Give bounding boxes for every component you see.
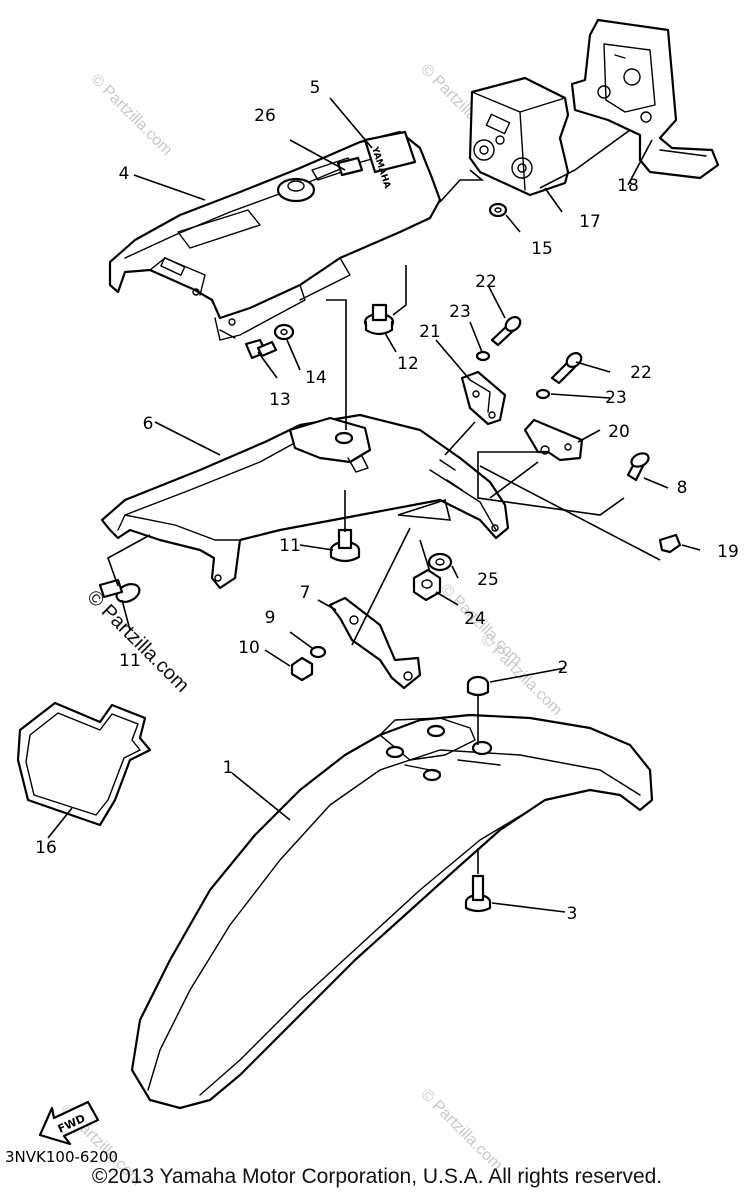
callout-12: 12 <box>397 354 419 374</box>
watermark-5: © Partzilla.com <box>417 1086 505 1174</box>
callout-19: 19 <box>717 542 739 562</box>
nut-part-24 <box>412 568 442 602</box>
washer-part-14 <box>273 323 295 341</box>
callout-16: 16 <box>35 838 57 858</box>
callout-23a: 23 <box>449 302 471 322</box>
bolt-part-13 <box>244 338 278 360</box>
bolt-part-8 <box>626 452 650 482</box>
callout-8: 8 <box>677 478 688 498</box>
callout-21: 21 <box>419 322 441 342</box>
callout-4: 4 <box>119 164 130 184</box>
washer-part-23-upper <box>475 350 491 362</box>
bolt-part-3 <box>464 874 492 913</box>
tail-light-bracket-part-18 <box>570 18 720 180</box>
bolt-part-11-left <box>98 578 141 603</box>
callout-22b: 22 <box>630 363 652 383</box>
bolt-part-12 <box>363 303 395 336</box>
bolt-part-11-right <box>329 528 361 563</box>
washer-part-15 <box>488 202 508 218</box>
rear-fender-part-1 <box>130 713 654 1110</box>
washer-part-23-lower <box>535 388 551 400</box>
callout-24: 24 <box>464 609 486 629</box>
callout-11a: 11 <box>119 651 141 671</box>
bracket-part-20 <box>523 418 584 462</box>
callout-25: 25 <box>477 570 499 590</box>
callout-15: 15 <box>531 239 553 259</box>
callout-13: 13 <box>269 390 291 410</box>
callout-1: 1 <box>223 758 234 778</box>
callout-18: 18 <box>617 176 639 196</box>
bracket-part-21 <box>460 370 507 426</box>
label-part-26 <box>336 156 364 177</box>
rivet-part-19 <box>658 533 682 554</box>
callout-6: 6 <box>143 414 154 434</box>
rear-fender-part-6 <box>100 413 510 590</box>
callout-3: 3 <box>567 904 578 924</box>
callout-23b: 23 <box>605 388 627 408</box>
callout-26: 26 <box>254 106 276 126</box>
callout-11b: 11 <box>279 536 301 556</box>
bracket-part-7 <box>328 596 422 690</box>
washer-part-25 <box>427 552 453 572</box>
mud-flap-part-16 <box>16 701 152 827</box>
rear-cover-part-4 <box>108 130 442 341</box>
fwd-arrow: FWD <box>38 1100 100 1146</box>
callout-20: 20 <box>608 422 630 442</box>
callout-17: 17 <box>579 212 601 232</box>
callout-2: 2 <box>558 658 569 678</box>
callout-14: 14 <box>305 368 327 388</box>
callout-7: 7 <box>300 583 311 603</box>
callout-22a: 22 <box>475 272 497 292</box>
copyright-notice: ©2013 Yamaha Motor Corporation, U.S.A. A… <box>91 1165 663 1188</box>
nut-part-10 <box>290 656 314 682</box>
callout-5: 5 <box>310 78 321 98</box>
watermark-main: © Partzilla.com <box>82 586 193 697</box>
callout-numbers: 1 2 3 4 5 6 7 8 9 10 11 11 12 13 14 15 1… <box>35 78 739 924</box>
watermark-4: © Partzilla.com <box>477 631 565 719</box>
watermark-1: © Partzilla.com <box>87 71 175 159</box>
washer-part-9 <box>309 645 327 659</box>
grommet-part-2 <box>466 675 490 697</box>
bolt-part-22-upper <box>490 316 522 347</box>
callout-10: 10 <box>238 638 260 658</box>
bolt-part-22-lower <box>550 352 583 385</box>
leader-lines <box>47 97 701 913</box>
diagram-code: 3NVK100-6200 <box>5 1148 118 1166</box>
callout-9: 9 <box>265 608 276 628</box>
tail-light-part-17 <box>468 76 570 197</box>
